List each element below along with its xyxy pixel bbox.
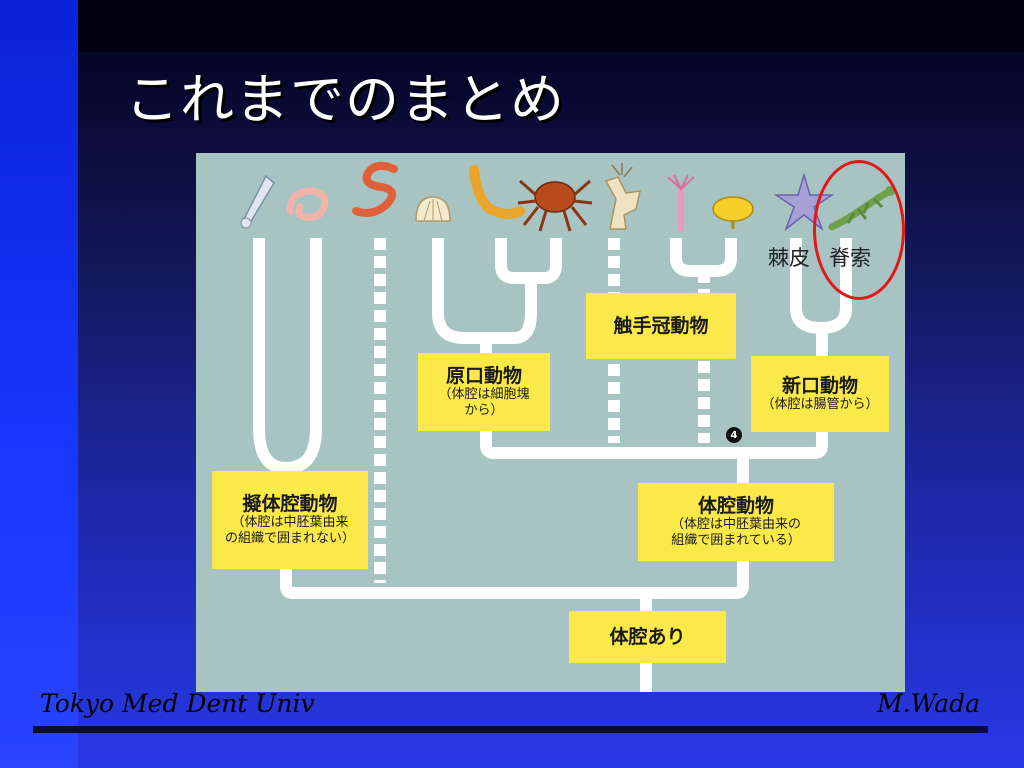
- pseudocoelomate-branch: [253, 238, 322, 474]
- phoronid-icon: [667, 174, 695, 231]
- highlight-circle: [813, 160, 905, 300]
- nematode-icon: [286, 187, 329, 221]
- earthworm-icon: [352, 161, 398, 217]
- footer-line: [33, 726, 988, 733]
- polychaete-icon: [469, 165, 525, 219]
- crab-icon: [517, 179, 593, 232]
- phylogeny-figure: 棘皮 脊索 触手冠動物 原口動物 （体腔は細胞塊 から） 新口動物 （体腔は腸管…: [196, 153, 905, 692]
- slide-title: これまでのまとめ: [125, 68, 565, 131]
- top-band: [78, 0, 1024, 52]
- left-accent-bar: [0, 0, 78, 768]
- protostome-box-title: 原口動物: [445, 365, 522, 387]
- node-number-badge: 4: [726, 427, 742, 443]
- deuterostome-box-note-1: （体腔は腸管から）: [761, 397, 879, 412]
- bryozoan-icon: [604, 163, 641, 230]
- coelomate-split-branch: [480, 423, 828, 459]
- echinoderm-label: 棘皮: [768, 246, 810, 270]
- lophophorate-box-title: 触手冠動物: [613, 315, 709, 337]
- coelom-box-title: 体腔あり: [609, 626, 686, 648]
- protostome-box-note-1: （体腔は細胞塊: [438, 387, 530, 402]
- pseudocoelomate-box: 擬体腔動物 （体腔は中胚葉由来 の組織で囲まれない）: [212, 471, 368, 569]
- protostome-branch: [432, 238, 537, 344]
- coelomate-box-title: 体腔動物: [697, 495, 774, 517]
- lophophorate-box: 触手冠動物: [586, 293, 736, 359]
- footer-institution: Tokyo Med Dent Univ: [40, 689, 315, 718]
- protostome-box: 原口動物 （体腔は細胞塊 から）: [418, 353, 550, 431]
- footer-author: M.Wada: [877, 689, 980, 718]
- rotifer-icon: [240, 174, 275, 229]
- deuterostome-box: 新口動物 （体腔は腸管から）: [751, 356, 889, 432]
- coelom-split-branch: [280, 453, 749, 599]
- clam-icon: [415, 196, 451, 222]
- coelom-box: 体腔あり: [569, 611, 726, 663]
- brachiopod-icon: [712, 196, 754, 229]
- coelomate-box: 体腔動物 （体腔は中胚葉由来の 組織で囲まれている）: [638, 483, 834, 561]
- pseudocoelomate-box-note-1: （体腔は中胚葉由来: [231, 515, 349, 530]
- protostome-box-note-2: から）: [464, 403, 504, 418]
- coelomate-box-note-2: 組織で囲まれている）: [671, 533, 801, 548]
- pseudocoelomate-box-note-2: の組織で囲まれない）: [224, 531, 355, 546]
- pseudocoelomate-box-title: 擬体腔動物: [242, 493, 338, 515]
- deuterostome-box-title: 新口動物: [781, 375, 858, 397]
- lophophorate-branch: [670, 238, 737, 277]
- coelomate-box-note-1: （体腔は中胚葉由来の: [670, 517, 801, 532]
